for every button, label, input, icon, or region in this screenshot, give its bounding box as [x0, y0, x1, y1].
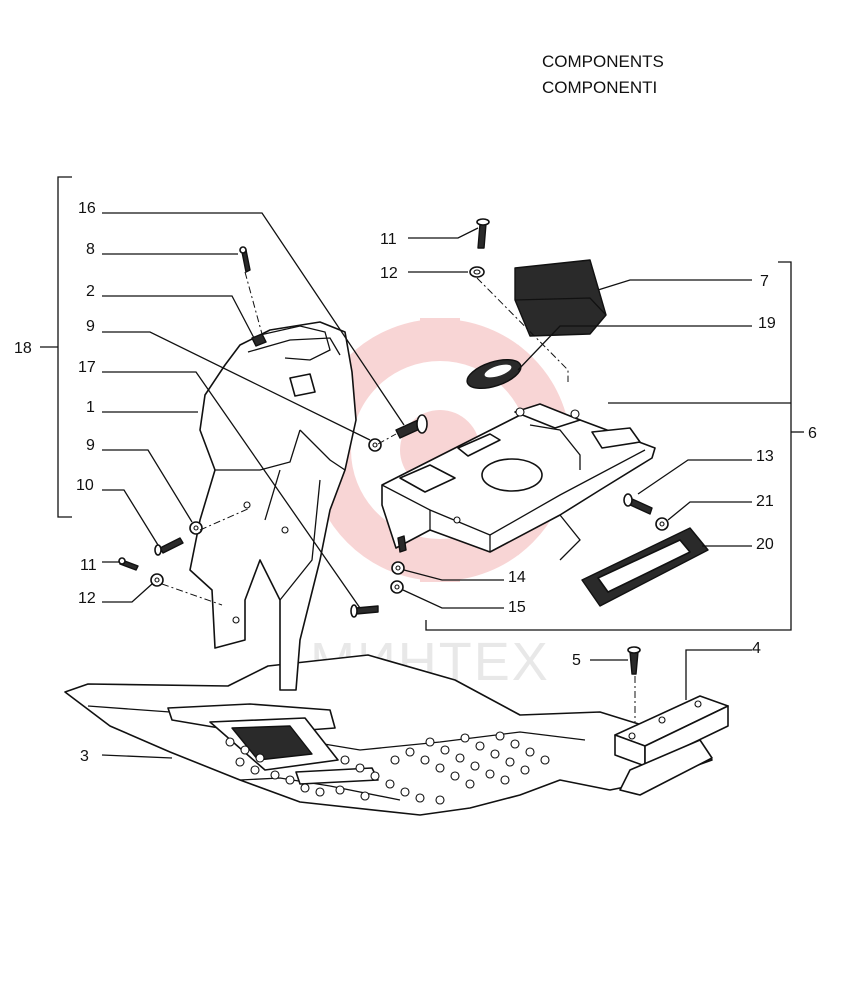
callout-4: 4: [752, 640, 761, 657]
callout-9: 9: [86, 318, 95, 335]
callout-12: 12: [78, 590, 96, 607]
callout-13: 13: [756, 448, 774, 465]
callout-10: 10: [76, 477, 94, 494]
callout-8: 8: [86, 241, 95, 258]
callout-15: 15: [508, 599, 526, 616]
title-english: COMPONENTS: [542, 52, 664, 71]
callout-7: 7: [760, 273, 769, 290]
leader-lines: [40, 176, 804, 759]
callout-9b: 9: [86, 437, 95, 454]
callout-21: 21: [756, 493, 774, 510]
callout-1: 1: [86, 399, 95, 416]
callout-16: 16: [78, 200, 96, 217]
callout-14: 14: [508, 569, 526, 586]
part-19-cap: [466, 358, 522, 390]
callout-3: 3: [80, 748, 89, 765]
title-italian: COMPONENTI: [542, 78, 657, 97]
callout-11: 11: [80, 557, 97, 574]
part-1-dashboard-housing: [189, 321, 357, 691]
callout-18: 18: [14, 340, 32, 357]
part-4-bracket: [614, 695, 729, 796]
callout-20: 20: [756, 536, 774, 553]
callout-11b: 11: [380, 231, 397, 248]
callout-2: 2: [86, 283, 95, 300]
callout-12b: 12: [380, 265, 398, 282]
callout-labels: 16 8 2 9 17 1 9 10 11 12 18 11 12 7 19 6…: [14, 200, 817, 765]
part-20-frame: [581, 527, 709, 607]
perforation-holes: [225, 731, 550, 805]
callout-19: 19: [758, 315, 776, 332]
callout-5: 5: [572, 652, 581, 669]
alignment-lines: [161, 271, 636, 722]
callout-17: 17: [78, 359, 96, 376]
callout-6: 6: [808, 425, 817, 442]
fasteners: [118, 218, 669, 675]
part-7-pad: [514, 259, 607, 337]
part-6-console-cover: [381, 403, 656, 561]
